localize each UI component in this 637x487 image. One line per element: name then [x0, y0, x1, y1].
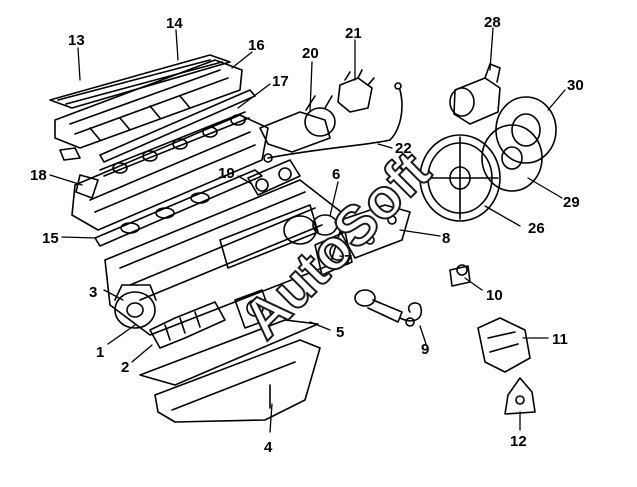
head-gasket-part	[94, 169, 263, 247]
callout-30: 30	[567, 77, 584, 94]
callout-12: 12	[510, 433, 527, 450]
callout-26: 26	[528, 220, 545, 237]
callout-16: 16	[248, 37, 265, 54]
callout-28: 28	[484, 14, 501, 31]
callout-22: 22	[395, 140, 412, 157]
pressure-plate-part	[495, 96, 557, 164]
ignition-lead-part	[263, 82, 403, 163]
callout-2: 2	[121, 359, 129, 376]
sensor-part	[354, 289, 422, 327]
callout-18: 18	[30, 167, 47, 184]
thermostat-housing-part	[149, 301, 226, 349]
callout-9: 9	[421, 341, 429, 358]
camshaft-part	[99, 111, 250, 177]
callout-4: 4	[264, 439, 273, 456]
callout-7: 7	[344, 252, 352, 269]
callout-6: 6	[332, 166, 340, 183]
mount-pad-part	[504, 377, 536, 415]
callout-29: 29	[563, 194, 580, 211]
callout-8: 8	[442, 230, 450, 247]
valve-cover-part	[54, 59, 243, 161]
callout-11: 11	[552, 331, 568, 348]
oil-pan-part	[154, 339, 321, 423]
gasket-strip-part	[99, 89, 256, 163]
rocker-assembly-part	[247, 159, 301, 196]
engine-mount-part	[477, 317, 531, 373]
engine-block-part	[104, 179, 346, 336]
callout-1: 1	[96, 344, 104, 361]
callout-17: 17	[272, 73, 289, 90]
distributor-part	[259, 95, 336, 153]
oil-pressure-switch-part	[449, 264, 471, 287]
flywheel-part	[419, 134, 501, 222]
valve-cover-gasket-part	[49, 54, 231, 109]
callout-5: 5	[336, 324, 344, 341]
cylinder-head-part	[71, 114, 269, 231]
callout-10: 10	[486, 287, 503, 304]
fitting-part	[234, 289, 273, 329]
callout-19: 19	[218, 165, 235, 182]
callout-14: 14	[166, 15, 183, 32]
distributor-cap-part	[337, 69, 375, 113]
leader-lines	[49, 27, 566, 433]
callout-3: 3	[89, 284, 97, 301]
water-pump-part	[114, 284, 157, 329]
callout-13: 13	[68, 32, 85, 49]
oil-pan-gasket-part	[139, 319, 319, 386]
callout-labels: 1 2 3 4 5 6 7 8 9 10 11 12 13 14 15 16 1…	[30, 14, 584, 456]
callout-21: 21	[345, 25, 362, 42]
starter-motor-part	[449, 63, 501, 125]
callout-15: 15	[42, 230, 59, 247]
callout-20: 20	[302, 45, 319, 62]
engine-bracket-part	[334, 204, 411, 259]
